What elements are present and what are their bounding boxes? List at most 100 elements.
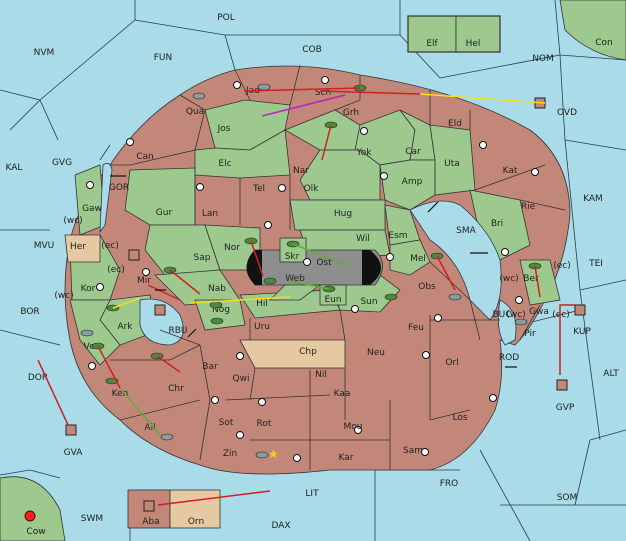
province-label: Uru bbox=[254, 322, 270, 332]
move-order-line bbox=[319, 90, 421, 95]
sea-buc[interactable] bbox=[497, 299, 517, 346]
province-cow[interactable] bbox=[0, 476, 66, 541]
province-label: Kor bbox=[81, 284, 96, 294]
province-uta[interactable] bbox=[429, 124, 476, 196]
province-elc[interactable] bbox=[194, 129, 291, 179]
province-elf[interactable] bbox=[407, 15, 457, 53]
province-borders bbox=[110, 64, 566, 470]
army-icon[interactable] bbox=[65, 424, 77, 436]
tank-icon[interactable] bbox=[210, 317, 224, 325]
province-label: Sot bbox=[219, 418, 234, 428]
province-label: Gwa bbox=[529, 307, 549, 317]
province-label: Obs bbox=[418, 282, 436, 292]
province-chp[interactable] bbox=[239, 339, 346, 369]
tank-icon[interactable] bbox=[209, 301, 223, 309]
province-label: Lan bbox=[202, 209, 218, 219]
tank-icon[interactable] bbox=[384, 293, 398, 301]
tank-icon[interactable] bbox=[448, 293, 462, 301]
coast-label: (ec) bbox=[552, 310, 570, 320]
move-order-line bbox=[559, 304, 575, 375]
province-label: Skr bbox=[285, 252, 300, 262]
province-label: Zin bbox=[223, 449, 237, 459]
sea-label: POL bbox=[217, 13, 235, 23]
province-label: Ail bbox=[144, 423, 155, 433]
move-order-line bbox=[147, 284, 181, 301]
sea-rbu[interactable] bbox=[139, 298, 184, 346]
province-label: Car bbox=[405, 147, 421, 157]
province-label: Hil bbox=[256, 299, 268, 309]
hold-order-line bbox=[289, 280, 330, 290]
move-order-line bbox=[436, 255, 456, 291]
army-icon[interactable] bbox=[143, 500, 155, 512]
province-ber[interactable] bbox=[519, 259, 561, 306]
elf-hel-border bbox=[407, 15, 501, 53]
province-label: Cow bbox=[26, 527, 45, 537]
sea-label: KAL bbox=[6, 163, 23, 173]
province-label: Nab bbox=[208, 284, 226, 294]
province-ven[interactable] bbox=[69, 299, 121, 366]
coast-labels: (wc) (ec) (ec) (wc) (wc) (ec) (wc) (ec) bbox=[54, 216, 570, 320]
sea-label: NVM bbox=[34, 48, 55, 58]
province-label: Mou bbox=[344, 422, 363, 432]
sea-label: ROD bbox=[499, 353, 519, 363]
province-label: Nil bbox=[315, 370, 327, 380]
province-label: Web bbox=[285, 274, 305, 284]
tank-icon[interactable] bbox=[160, 433, 174, 441]
province-label: Bar bbox=[202, 362, 218, 372]
sea-labels: POL NVM FUN COB NOM KAL GVG MVU BOR DOR … bbox=[6, 13, 620, 531]
province-label: Feu bbox=[408, 323, 424, 333]
sea-label: SOM bbox=[557, 493, 578, 503]
province-label: Tel bbox=[252, 184, 265, 194]
sea-label: GVG bbox=[52, 158, 72, 168]
blocked-left-cap bbox=[246, 250, 262, 285]
tank-icon[interactable] bbox=[192, 92, 206, 100]
province-her[interactable] bbox=[64, 234, 101, 263]
province-label: Nog bbox=[212, 305, 230, 315]
coast-label: (ec) bbox=[553, 261, 571, 271]
province-label: Pir bbox=[524, 329, 536, 339]
star-icon: ★ bbox=[268, 447, 279, 461]
sea-label: NOM bbox=[532, 54, 554, 64]
tank-icon[interactable] bbox=[80, 329, 94, 337]
hold-order-line bbox=[119, 387, 161, 436]
sea-label: LIT bbox=[305, 489, 319, 499]
tank-icon[interactable] bbox=[263, 277, 277, 285]
province-label: Ost bbox=[316, 258, 332, 268]
province-con[interactable] bbox=[559, 0, 626, 61]
sea-label: FUN bbox=[154, 53, 173, 63]
army-icon[interactable] bbox=[128, 249, 140, 261]
tank-icon[interactable] bbox=[255, 451, 269, 459]
army-icon[interactable] bbox=[574, 304, 586, 316]
capital-icon bbox=[24, 510, 36, 522]
province-label: Eld bbox=[448, 119, 462, 129]
army-icon[interactable] bbox=[556, 379, 568, 391]
sea-label: BOR bbox=[20, 307, 39, 317]
convoy-order-line bbox=[261, 94, 346, 117]
province-label: Kat bbox=[503, 166, 518, 176]
sea-label: SWM bbox=[81, 514, 103, 524]
army-icon[interactable] bbox=[154, 304, 166, 316]
tank-icon[interactable] bbox=[514, 318, 528, 326]
province-label: Ark bbox=[117, 322, 133, 332]
move-order-line bbox=[156, 355, 181, 373]
sea-label: MVU bbox=[34, 241, 55, 251]
adjacency-arrows bbox=[110, 175, 517, 368]
tank-icon[interactable] bbox=[257, 83, 271, 91]
move-order-line bbox=[37, 359, 69, 426]
province-label: Nor bbox=[224, 243, 240, 253]
province-label: Hug bbox=[334, 209, 352, 219]
province-orn[interactable] bbox=[169, 489, 221, 529]
sea-label: RBU bbox=[168, 326, 187, 336]
sea-label: FRO bbox=[440, 479, 459, 489]
province-nog[interactable] bbox=[194, 299, 246, 331]
hold-order-line bbox=[292, 243, 349, 267]
province-label: Elc bbox=[218, 159, 231, 169]
sea-sma[interactable] bbox=[409, 200, 502, 321]
province-mel[interactable] bbox=[389, 239, 431, 276]
province-label: Sam bbox=[403, 446, 423, 456]
province-label: Chp bbox=[299, 347, 317, 357]
province-label: Aba bbox=[142, 517, 159, 527]
province-label: Gur bbox=[156, 208, 173, 218]
